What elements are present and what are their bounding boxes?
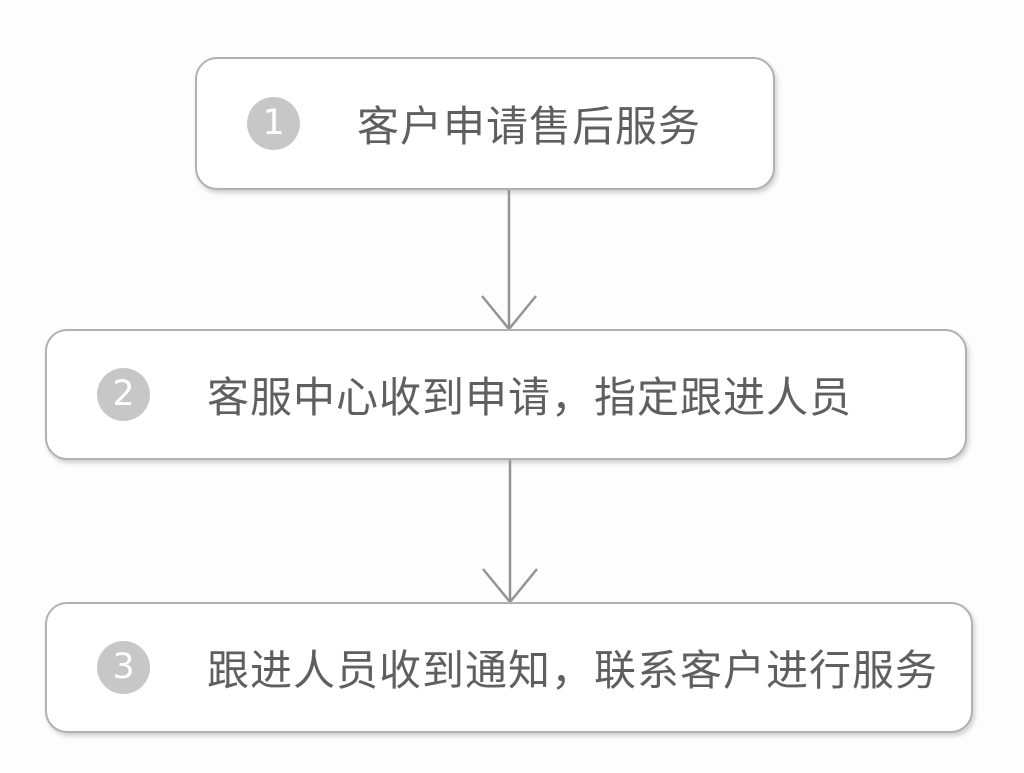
step-label-3: 跟进人员收到通知，联系客户进行服务	[207, 646, 939, 695]
step-box-1: 1 客户申请售后服务	[195, 57, 775, 190]
step-label-1: 客户申请售后服务	[357, 102, 702, 151]
step-number-badge-2: 2	[97, 368, 150, 421]
arrow-down-icon	[482, 460, 538, 604]
step-box-2: 2 客服中心收到申请，指定跟进人员	[45, 329, 967, 460]
step-number-badge-3: 3	[97, 641, 150, 694]
step-number-badge-1: 1	[247, 97, 300, 150]
step-label-2: 客服中心收到申请，指定跟进人员	[207, 373, 853, 422]
arrow-down-icon	[481, 190, 537, 331]
step-box-3: 3 跟进人员收到通知，联系客户进行服务	[45, 602, 973, 733]
